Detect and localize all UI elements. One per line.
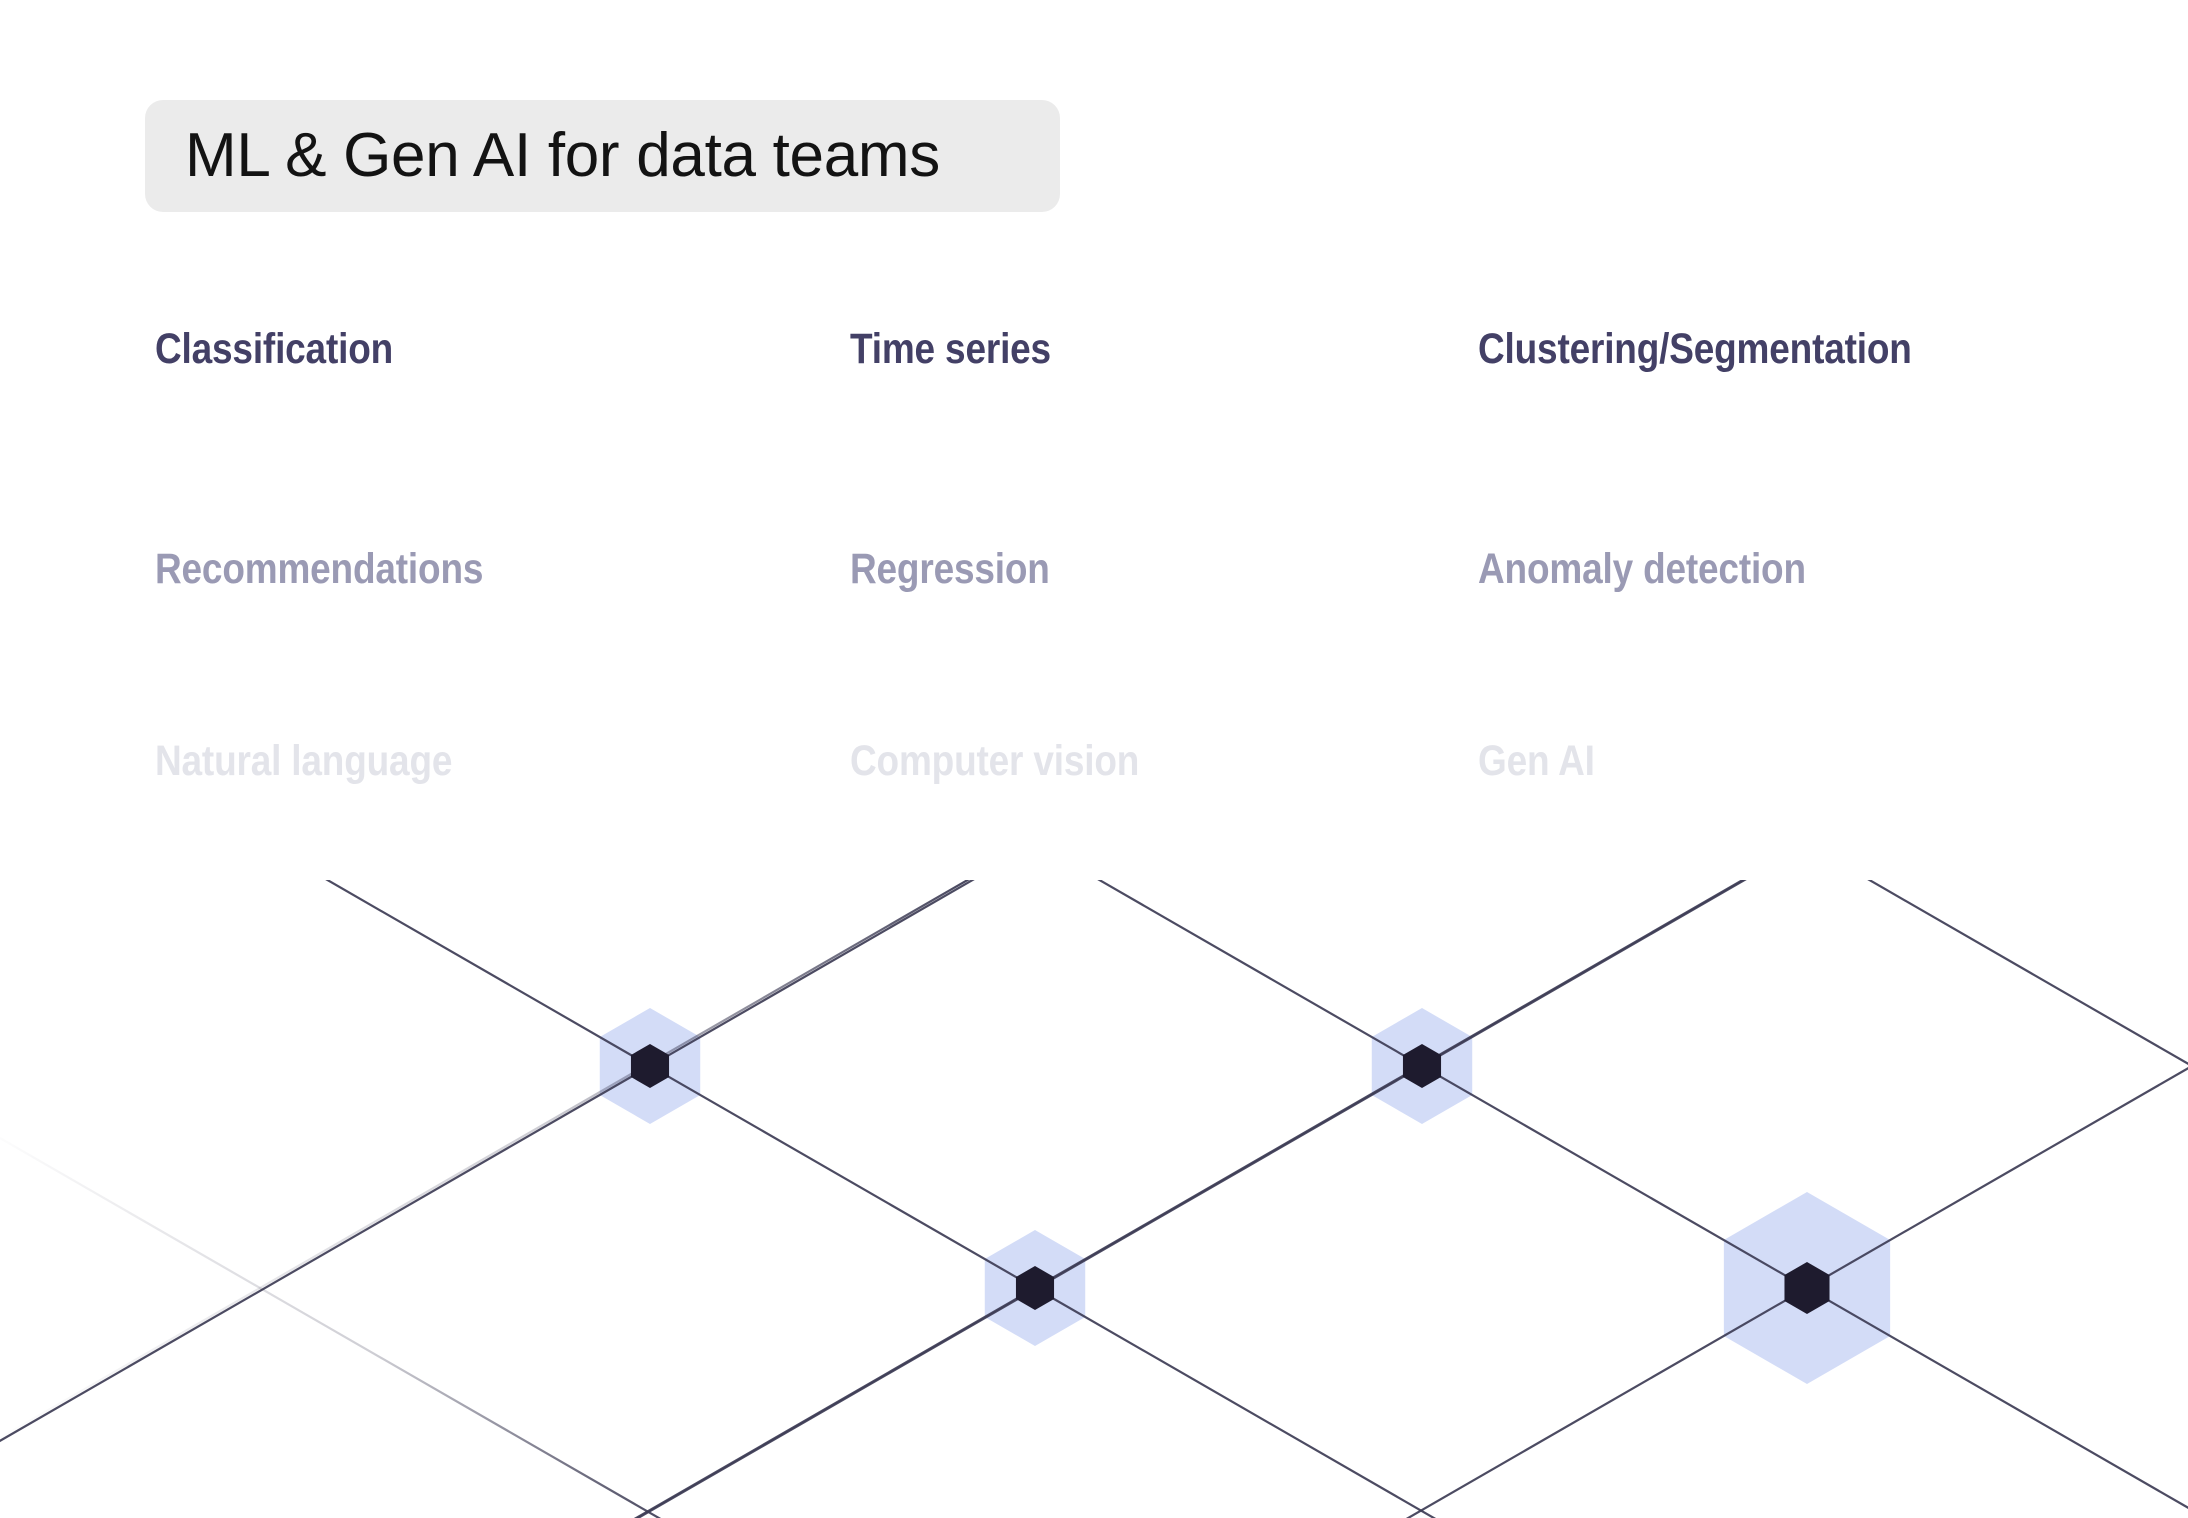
lattice-lines xyxy=(0,880,2188,1518)
lattice-node-core xyxy=(1402,1044,1442,1088)
lattice-line xyxy=(635,880,1747,1518)
slide-title-pill: ML & Gen AI for data teams xyxy=(145,100,1060,212)
lattice-network-svg xyxy=(0,880,2188,1518)
topic-gen-ai: Gen AI xyxy=(1478,737,1595,785)
lattice-graphic xyxy=(0,880,2188,1518)
lattice-nodes xyxy=(630,1044,1830,1314)
lattice-node-core xyxy=(1015,1266,1055,1310)
topic-computer-vision: Computer vision xyxy=(850,737,1140,785)
topic-time-series: Time series xyxy=(850,325,1051,373)
topic-natural-language: Natural language xyxy=(155,737,453,785)
topic-grid: Classification Recommendations Natural l… xyxy=(0,300,2188,820)
lattice-line xyxy=(0,1136,662,1518)
lattice-line xyxy=(325,880,1437,1518)
page-title: ML & Gen AI for data teams xyxy=(185,121,940,190)
topic-recommendations: Recommendations xyxy=(155,545,484,593)
topic-clustering-segmentation: Clustering/Segmentation xyxy=(1478,325,1912,373)
topic-regression: Regression xyxy=(850,545,1050,593)
topic-anomaly-detection: Anomaly detection xyxy=(1478,545,1806,593)
lattice-node-core xyxy=(1784,1262,1830,1314)
lattice-node-core xyxy=(630,1044,670,1088)
lattice-line xyxy=(0,880,975,1443)
lattice-line xyxy=(0,880,970,1440)
topic-classification: Classification xyxy=(155,325,394,373)
lattice-line xyxy=(1097,880,2188,1509)
lattice-node-halos xyxy=(599,1008,1891,1384)
lattice-line xyxy=(1867,880,2188,1065)
